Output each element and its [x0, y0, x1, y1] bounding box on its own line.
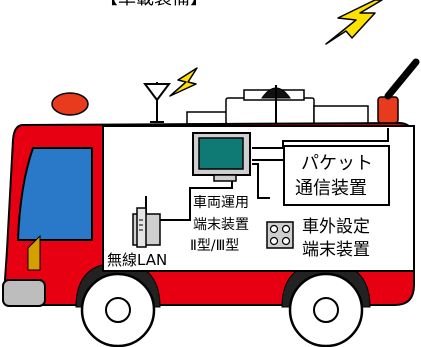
terminal-label-line3: Ⅱ型/Ⅲ型: [190, 238, 239, 254]
packet-label-line1: パケット: [301, 153, 373, 174]
terminal-label-line2: 端末装置: [193, 217, 249, 233]
external-label-line2: 端末装置: [302, 240, 370, 260]
packet-label-line2: 通信装置: [295, 178, 367, 199]
antenna-icon: [143, 82, 171, 123]
header-fragment: 【車載装備】: [100, 0, 208, 9]
packet-antenna-icon: [384, 58, 420, 100]
cab-window: [16, 147, 93, 241]
lightning-bolt-small-icon: [169, 67, 198, 97]
lightning-bolt-icon: [325, 0, 383, 45]
connection-lines: [160, 128, 389, 221]
roof-box-right: [313, 105, 369, 125]
roof-box-middle: [225, 97, 315, 125]
beacon-light-icon: [51, 92, 89, 116]
monitor-icon: [192, 132, 251, 182]
wireless-lan-access-point-icon: [132, 196, 161, 248]
terminal-label-line1: 車両運用: [193, 194, 249, 211]
wlan-label: 無線LAN: [107, 251, 167, 269]
wheel-icon: [288, 272, 364, 347]
beacon-light-icon: [377, 96, 399, 124]
front-bumper: [2, 279, 46, 307]
side-light: [27, 234, 41, 271]
packet-box: [283, 145, 390, 206]
external-terminal-icon: [266, 221, 294, 249]
external-label-line1: 車外設定: [302, 217, 370, 237]
wheel-icon: [80, 272, 156, 347]
